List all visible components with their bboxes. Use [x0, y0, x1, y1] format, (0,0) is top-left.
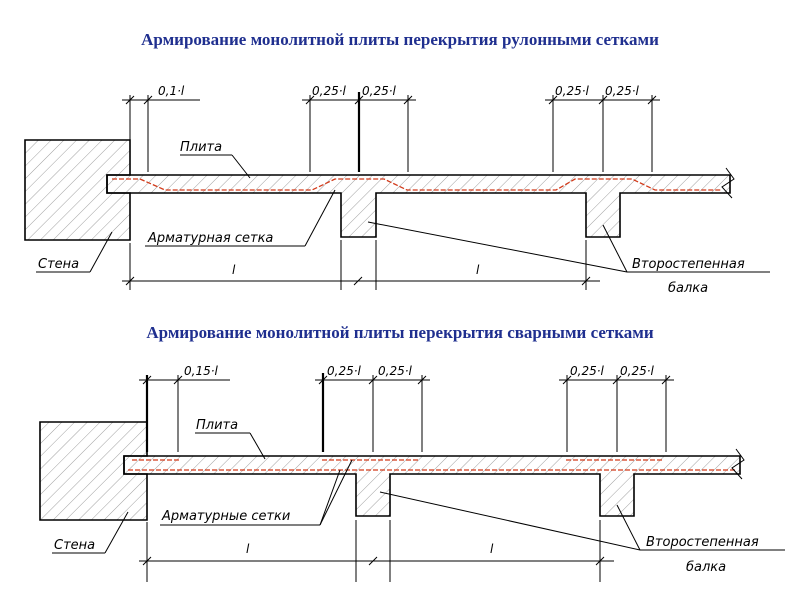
top-slab — [106, 174, 731, 238]
top-dim-right-1: 0,25·l — [362, 84, 397, 98]
title-rolled-mesh: Армирование монолитной плиты перекрытия … — [141, 30, 659, 49]
top-label-beam-line1: Второстепенная — [632, 257, 745, 272]
top-label-beam-line2: балка — [668, 281, 708, 296]
bottom-dim-support: 0,15·l — [184, 364, 219, 378]
bottom-slab — [123, 455, 741, 517]
bottom-diagram: 0,15·l 0,25·l 0,25·l 0,25·l 0,25·l l l П… — [39, 364, 785, 582]
top-dim-left-2: 0,25·l — [555, 84, 590, 98]
bottom-dim-right-2: 0,25·l — [620, 364, 655, 378]
bottom-label-wall: Стена — [54, 538, 95, 553]
bottom-dim-right-1: 0,25·l — [378, 364, 413, 378]
bottom-span-2: l — [490, 542, 494, 556]
top-label-mesh: Арматурная сетка — [147, 231, 273, 246]
top-dim-support: 0,1·l — [158, 84, 185, 98]
bottom-label-beam-line1: Второстепенная — [646, 535, 759, 550]
bottom-label-slab: Плита — [196, 418, 238, 433]
top-span-2: l — [476, 263, 480, 277]
top-span-1: l — [232, 263, 236, 277]
bottom-label-mesh: Арматурные сетки — [161, 509, 290, 524]
bottom-dim-left-1: 0,25·l — [327, 364, 362, 378]
top-diagram: 0,1·l 0,25·l 0,25·l 0,25·l 0,25·l l l Пл… — [24, 84, 770, 296]
bottom-break-mark — [731, 448, 745, 480]
bottom-label-beam-line2: балка — [686, 560, 726, 575]
bottom-dim-left-2: 0,25·l — [570, 364, 605, 378]
top-rolled-rebar-mesh — [112, 178, 722, 191]
top-dim-right-2: 0,25·l — [605, 84, 640, 98]
top-label-slab: Плита — [180, 140, 222, 155]
top-dim-left-1: 0,25·l — [312, 84, 347, 98]
title-welded-mesh: Армирование монолитной плиты перекрытия … — [146, 323, 654, 342]
top-label-wall: Стена — [38, 257, 79, 272]
bottom-span-1: l — [246, 542, 250, 556]
top-break-mark — [721, 167, 735, 199]
